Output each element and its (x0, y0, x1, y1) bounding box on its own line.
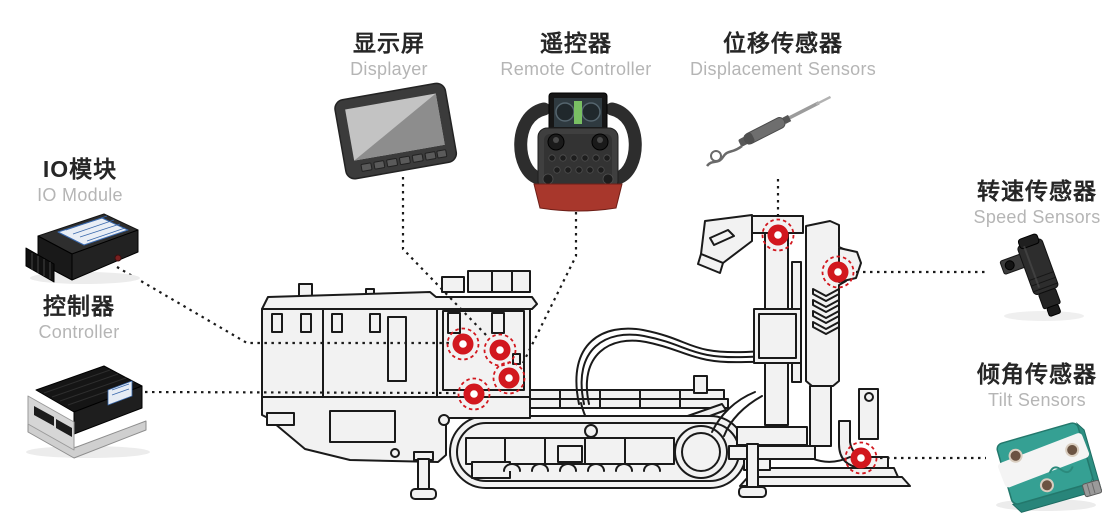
location-marker-io-module (446, 327, 480, 361)
connector-io-module (116, 266, 449, 345)
location-marker-displacement-sensor (761, 218, 795, 252)
io-module-image (25, 213, 140, 284)
location-markers (446, 218, 878, 475)
controller-image (26, 365, 150, 459)
location-marker-speed-sensor (821, 255, 855, 289)
crawler-drilling-rig-illustration (261, 214, 911, 500)
displacement-sensor-image (705, 95, 832, 167)
label-speed-sensors: 转速传感器 Speed Sensors (973, 178, 1101, 229)
label-tilt-sensors-zh: 倾角传感器 (977, 361, 1097, 387)
remote-controller-image (514, 92, 642, 212)
label-displayer: 显示屏 Displayer (350, 30, 428, 81)
label-controller: 控制器 Controller (38, 293, 120, 344)
tilt-sensor-image (996, 422, 1103, 513)
label-io-module-en: IO Module (37, 185, 123, 206)
label-tilt-sensors: 倾角传感器 Tilt Sensors (977, 361, 1097, 412)
location-marker-tilt-sensor (844, 441, 878, 475)
label-remote-controller-en: Remote Controller (500, 59, 652, 80)
label-remote-controller: 遥控器 Remote Controller (500, 30, 652, 81)
label-controller-zh: 控制器 (43, 293, 115, 319)
label-displayer-en: Displayer (350, 59, 428, 80)
hydraulic-hoses (575, 327, 802, 440)
label-controller-en: Controller (38, 322, 120, 343)
connector-lines (116, 177, 986, 460)
location-marker-remote-controller (492, 361, 526, 395)
connector-remote-controller (520, 177, 578, 368)
label-displayer-zh: 显示屏 (352, 30, 425, 56)
connector-displayer (401, 177, 488, 337)
speed-sensor-image (999, 233, 1084, 321)
label-displacement-sensors-zh: 位移传感器 (723, 30, 843, 56)
location-marker-displayer (483, 333, 517, 367)
label-io-module-zh: IO模块 (42, 156, 118, 182)
drilling-mast (697, 214, 911, 498)
crawler-track (449, 415, 747, 489)
label-tilt-sensors-en: Tilt Sensors (988, 390, 1086, 411)
label-speed-sensors-en: Speed Sensors (973, 207, 1101, 228)
displayer-image (334, 82, 458, 180)
location-marker-controller (457, 377, 491, 411)
label-speed-sensors-zh: 转速传感器 (976, 178, 1097, 204)
label-remote-controller-zh: 遥控器 (539, 30, 612, 56)
label-displacement-sensors-en: Displacement Sensors (689, 59, 877, 80)
label-displacement-sensors: 位移传感器 Displacement Sensors (689, 30, 877, 81)
label-io-module: IO模块 IO Module (37, 156, 123, 207)
